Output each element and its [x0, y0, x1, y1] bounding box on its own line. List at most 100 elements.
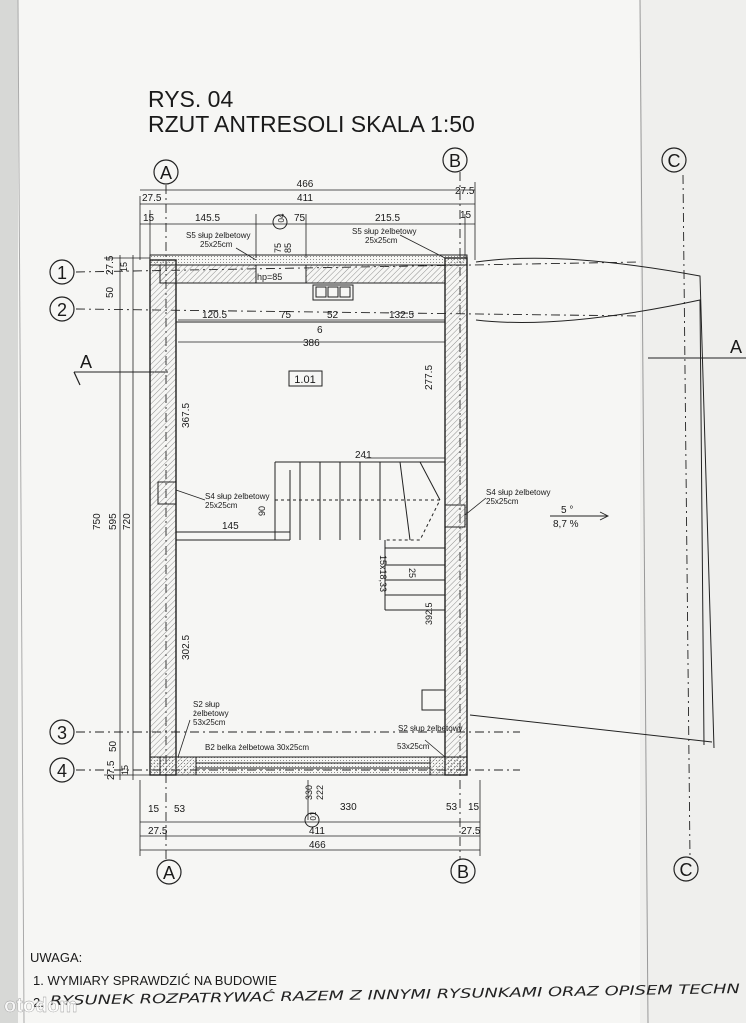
dimension-lines — [104, 182, 481, 856]
dim-top-small-75: 75 — [273, 243, 283, 253]
dim-stair-25: 25 — [407, 568, 417, 578]
walls — [149, 254, 468, 776]
svg-text:S4 słup żelbetowy: S4 słup żelbetowy — [486, 488, 550, 497]
svg-text:S5 słup żelbetowy: S5 słup żelbetowy — [352, 227, 416, 236]
label-s4-right: S4 słup żelbetowy 25x25cm — [464, 488, 550, 516]
svg-text:53x25cm: 53x25cm — [397, 742, 430, 751]
dim-top-chain-4: 15 — [460, 210, 472, 221]
label-s2-right: S2 słup żelbetowy 53x25cm — [397, 724, 462, 758]
svg-text:5 °: 5 ° — [561, 505, 573, 516]
dim-stair-392: 392.5 — [424, 602, 434, 625]
label-s5-left: S5 słup żelbetowy 25x25cm — [186, 231, 257, 261]
paper-background — [18, 0, 640, 1023]
axis-bubble-A-top: A — [153, 159, 179, 185]
interior-lines — [157, 282, 466, 758]
dim-bottom-chain-1: 53 — [174, 804, 186, 815]
svg-text:3: 3 — [57, 723, 67, 743]
dim-mid-6: 6 — [317, 325, 323, 336]
svg-text:1.01: 1.01 — [294, 374, 315, 386]
room-label: 1.01 — [288, 370, 323, 387]
dim-stair-width: 241 — [355, 450, 372, 461]
dim-left-vertical-1: 595 — [108, 513, 119, 530]
dim-top-small-85: 85 — [283, 243, 293, 253]
dim-top-chain-2: 75 — [294, 213, 306, 224]
axis-bubble-A-bottom: A — [156, 859, 182, 885]
svg-text:2: 2 — [57, 300, 67, 320]
dim-left-vertical-2: 720 — [122, 513, 133, 530]
svg-text:01: 01 — [309, 811, 318, 820]
adjacent-building-outline — [469, 257, 715, 749]
dim-top-chain-3: 215.5 — [375, 213, 400, 224]
axis-bubble-C-top: C — [661, 147, 687, 173]
svg-text:S2 słup: S2 słup — [193, 700, 220, 709]
svg-text:B: B — [457, 862, 469, 882]
slope-indicator: 5 ° 8,7 % — [550, 505, 610, 530]
svg-text:53x25cm: 53x25cm — [193, 718, 226, 727]
dim-top-chain-1: 145.5 — [195, 213, 220, 224]
svg-text:04: 04 — [277, 213, 286, 222]
notes-line-1: 1. WYMIARY SPRAWDZIĆ NA BUDOWIE — [33, 973, 277, 988]
dim-row4-offset: 27.5 — [106, 760, 117, 780]
dim-bottom-chain-3: 53 — [446, 802, 458, 813]
title-line-2: RZUT ANTRESOLI SKALA 1:50 — [148, 111, 475, 137]
dim-bottom-330a: 330 — [304, 785, 314, 800]
staircase — [274, 461, 445, 611]
dim-row4-gap: 15 — [120, 765, 130, 775]
svg-text:1: 1 — [57, 263, 67, 283]
dim-row2-offset: 50 — [105, 286, 116, 298]
label-s4-left: S4 słup żelbetowy 25x25cm — [175, 489, 269, 510]
label-b2-beam: B2 belka żelbetowa 30x25cm — [205, 743, 309, 752]
svg-text:S2 słup żelbetowy: S2 słup żelbetowy — [398, 724, 462, 733]
svg-text:żelbetowy: żelbetowy — [193, 709, 229, 718]
svg-text:8,7 %: 8,7 % — [553, 519, 579, 530]
dim-bottom-222: 222 — [315, 785, 325, 800]
bottom-window — [196, 762, 430, 769]
svg-text:A: A — [160, 163, 172, 183]
axis-bubble-4: 4 — [49, 757, 75, 783]
svg-text:4: 4 — [57, 761, 67, 781]
dim-mid-chain-1: 75 — [280, 310, 292, 321]
svg-text:A: A — [80, 352, 92, 372]
dim-mid-chain-3: 132.5 — [389, 310, 414, 321]
dim-bottom-left-edge: 27.5 — [148, 826, 168, 837]
dim-top-overall: 466 — [297, 179, 314, 190]
dim-top-right-edge: 27.5 — [455, 186, 475, 197]
dim-row1-offset: 27.5 — [105, 255, 116, 275]
dim-landing-145: 145 — [222, 521, 239, 532]
axis-bubble-B-top: B — [442, 147, 468, 173]
dim-right-277: 277.5 — [424, 365, 435, 390]
dim-hp: hp=85 — [257, 272, 282, 282]
dim-left-367: 367.5 — [181, 403, 192, 428]
svg-text:A: A — [163, 863, 175, 883]
dim-bottom-right-edge: 27.5 — [461, 826, 481, 837]
axis-bubble-C-bottom: C — [673, 856, 699, 882]
dim-left-vertical-0: 750 — [92, 513, 103, 530]
dim-row3-offset: 50 — [108, 740, 119, 752]
dim-row1-gap: 15 — [119, 262, 129, 272]
dim-top-left-edge: 27.5 — [142, 193, 162, 204]
dim-bottom-chain-0: 15 — [148, 804, 160, 815]
dim-mid-chain-2: 52 — [327, 310, 339, 321]
svg-text:C: C — [668, 151, 681, 171]
svg-text:25x25cm: 25x25cm — [486, 497, 519, 506]
svg-text:A: A — [730, 337, 742, 357]
svg-text:25x25cm: 25x25cm — [205, 501, 238, 510]
svg-text:C: C — [680, 860, 693, 880]
section-ref-04: 04 — [272, 213, 288, 230]
notes-heading: UWAGA: — [30, 950, 82, 965]
dim-top-inner: 411 — [297, 193, 313, 204]
svg-text:B: B — [449, 151, 461, 171]
dim-mid-chain-0: 120.5 — [202, 310, 227, 321]
counter-units — [312, 284, 354, 301]
axis-bubble-1: 1 — [49, 259, 75, 285]
dim-bottom-inner: 411 — [309, 826, 325, 837]
svg-text:S4 słup żelbetowy: S4 słup żelbetowy — [205, 492, 269, 501]
svg-text:S5 słup żelbetowy: S5 słup żelbetowy — [186, 231, 250, 240]
dim-inner-width: 386 — [303, 338, 320, 349]
dim-bottom-overall: 466 — [309, 840, 326, 851]
label-s2-left: S2 słup żelbetowy 53x25cm — [177, 700, 229, 758]
dim-stair-steps: 15x18,33 — [378, 555, 388, 592]
section-ref-01: 01 — [304, 811, 320, 828]
dim-left-302: 302.5 — [181, 635, 192, 660]
